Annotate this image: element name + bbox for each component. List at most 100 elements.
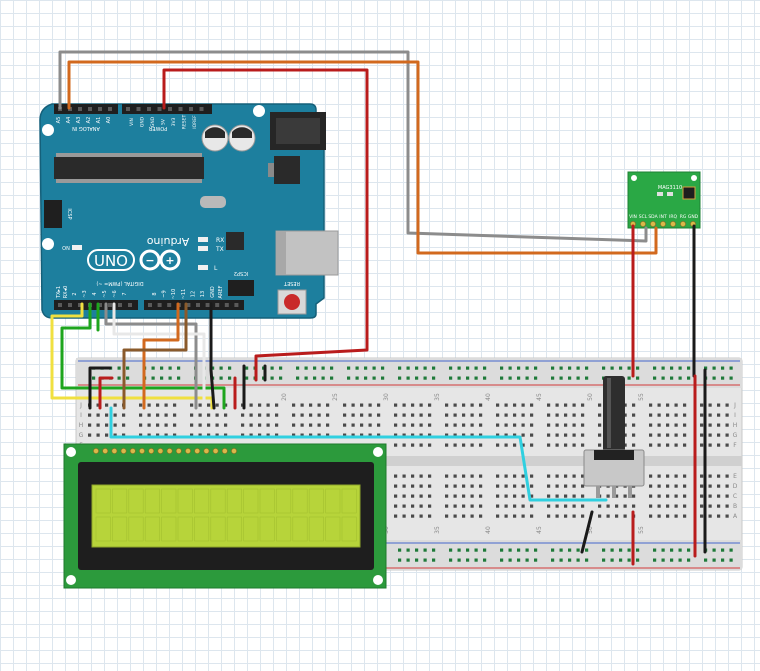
header-pin[interactable] bbox=[88, 107, 92, 111]
breadboard-hole bbox=[300, 413, 304, 417]
header-pin[interactable] bbox=[178, 107, 183, 111]
rail-hole bbox=[559, 376, 563, 380]
rail-hole bbox=[559, 558, 563, 562]
header-pin[interactable] bbox=[189, 107, 193, 111]
breadboard-hole bbox=[445, 504, 449, 508]
header-pin[interactable] bbox=[186, 303, 191, 307]
breadboard-hole bbox=[572, 433, 576, 437]
breadboard-hole bbox=[521, 484, 525, 488]
wire-orange-d11 bbox=[142, 302, 180, 410]
breadboard-hole bbox=[377, 403, 381, 407]
breadboard-hole bbox=[113, 423, 117, 427]
header-pin[interactable] bbox=[108, 107, 112, 111]
breadboard-hole bbox=[309, 403, 313, 407]
breadboard-hole bbox=[496, 474, 500, 478]
breadboard-hole bbox=[224, 423, 228, 427]
arduino-uno-board: UNO − + Arduino ANALOG IN POWER DIGITAL … bbox=[39, 103, 339, 319]
header-pin[interactable] bbox=[78, 107, 82, 111]
breadboard-hole bbox=[547, 433, 551, 437]
header-pin[interactable] bbox=[157, 303, 162, 307]
header-pin[interactable] bbox=[157, 107, 162, 111]
breadboard-hole bbox=[300, 403, 304, 407]
rail-hole bbox=[576, 366, 580, 370]
rail-hole bbox=[423, 548, 427, 552]
breadboard-hole bbox=[504, 514, 508, 518]
rail-hole bbox=[508, 366, 512, 370]
header-pin[interactable] bbox=[215, 303, 220, 307]
breadboard-hole bbox=[504, 494, 508, 498]
lcd-char-cell bbox=[243, 488, 259, 514]
analog-pin-label: A5 bbox=[56, 117, 62, 124]
wire-gray-d5 bbox=[104, 302, 198, 410]
header-pin[interactable] bbox=[108, 303, 112, 307]
breadboard-hole bbox=[419, 474, 423, 478]
breadboard-hole bbox=[147, 413, 151, 417]
breadboard-hole bbox=[394, 504, 398, 508]
gnd-label: GND bbox=[210, 286, 216, 298]
breadboard-hole bbox=[649, 504, 653, 508]
rail-hole bbox=[653, 366, 657, 370]
rail-hole bbox=[177, 376, 181, 380]
header-pin[interactable] bbox=[68, 303, 72, 307]
breadboard-hole bbox=[513, 514, 517, 518]
digital-header-high bbox=[144, 300, 244, 310]
breadboard-hole bbox=[530, 514, 534, 518]
breadboard-hole bbox=[88, 423, 92, 427]
rail-hole bbox=[219, 366, 223, 370]
header-pin[interactable] bbox=[167, 303, 172, 307]
rail-hole bbox=[219, 376, 223, 380]
header-pin[interactable] bbox=[168, 107, 172, 111]
header-pin[interactable] bbox=[148, 303, 152, 307]
header-pin[interactable] bbox=[126, 107, 130, 111]
breadboard-hole bbox=[453, 484, 457, 488]
breadboard-hole bbox=[411, 474, 415, 478]
header-pin[interactable] bbox=[98, 303, 102, 307]
header-pin[interactable] bbox=[199, 107, 204, 111]
rail-hole bbox=[559, 366, 563, 370]
rail-hole bbox=[423, 558, 427, 562]
header-pin[interactable] bbox=[128, 303, 132, 307]
header-pin[interactable] bbox=[196, 303, 200, 307]
rail-hole bbox=[432, 376, 436, 380]
breadboard-hole bbox=[88, 433, 92, 437]
rail-hole bbox=[381, 366, 385, 370]
breadboard-hole bbox=[419, 484, 423, 488]
lcd-char-cell bbox=[292, 516, 308, 542]
breadboard-hole bbox=[249, 403, 253, 407]
breadboard-hole bbox=[581, 514, 585, 518]
reset-button-cap[interactable] bbox=[284, 294, 300, 310]
power-pin-label: 5V bbox=[161, 118, 167, 125]
breadboard-hole bbox=[317, 433, 321, 437]
header-pin[interactable] bbox=[78, 303, 82, 307]
breadboard-hole bbox=[496, 494, 500, 498]
breadboard-hole bbox=[657, 514, 661, 518]
breadboard-hole bbox=[411, 423, 415, 427]
header-pin[interactable] bbox=[147, 107, 151, 111]
breadboard-hole bbox=[411, 413, 415, 417]
lcd-pin bbox=[175, 448, 182, 454]
rail-hole bbox=[619, 548, 623, 552]
breadboard-hole bbox=[555, 484, 559, 488]
breadboard-hole bbox=[581, 433, 585, 437]
breadboard-hole bbox=[725, 514, 729, 518]
header-pin[interactable] bbox=[234, 303, 239, 307]
header-pin[interactable] bbox=[205, 303, 210, 307]
header-pin[interactable] bbox=[98, 107, 102, 111]
header-pin[interactable] bbox=[118, 303, 122, 307]
lcd-char-cell bbox=[276, 488, 292, 514]
wire-gray-a5-to-scl bbox=[58, 50, 648, 243]
breadboard-hole bbox=[207, 413, 211, 417]
breadboard-hole bbox=[674, 514, 678, 518]
rail-hole bbox=[704, 558, 708, 562]
breadboard-hole bbox=[266, 423, 270, 427]
header-pin[interactable] bbox=[224, 303, 229, 307]
breadboard-hole bbox=[122, 413, 126, 417]
header-pin[interactable] bbox=[58, 303, 62, 307]
breadboard-hole bbox=[717, 514, 721, 518]
header-pin[interactable] bbox=[136, 107, 141, 111]
breadboard-hole bbox=[215, 403, 219, 407]
breadboard-hole bbox=[156, 423, 160, 427]
breadboard-hole bbox=[343, 423, 347, 427]
breadboard-hole bbox=[521, 514, 525, 518]
breadboard-hole bbox=[258, 433, 262, 437]
